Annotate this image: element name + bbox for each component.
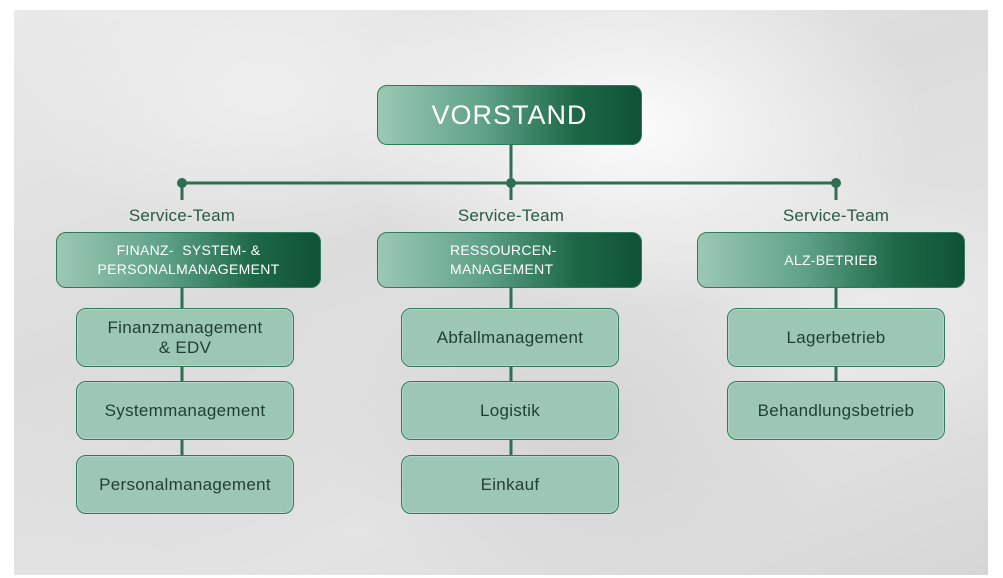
team-header-finanz-line1: FINANZ- SYSTEM- & — [116, 242, 261, 258]
unit-finanzmanagement-line1: Finanzmanagement — [107, 317, 263, 337]
team-caption-2: Service-Team — [457, 206, 565, 225]
unit-personalmanagement-label: Personalmanagement — [99, 474, 271, 494]
junction-dot-mid — [506, 178, 516, 188]
unit-behandlungsbetrieb: Behandlungsbetrieb — [727, 381, 945, 440]
team-header-finanz: FINANZ- SYSTEM- & PERSONALMANAGEMENT — [56, 232, 321, 288]
team-header-ressourcen-line2: MANAGEMENT — [450, 261, 554, 277]
unit-einkauf-label: Einkauf — [480, 474, 540, 494]
vorstand-label: VORSTAND — [431, 99, 588, 130]
unit-lagerbetrieb-label: Lagerbetrieb — [786, 327, 886, 347]
unit-einkauf: Einkauf — [401, 455, 619, 514]
team-header-ressourcen: RESSOURCEN- MANAGEMENT — [377, 232, 642, 288]
unit-finanzmanagement-edv: Finanzmanagement & EDV — [76, 308, 294, 367]
team-caption-1: Service-Team — [128, 206, 236, 225]
unit-abfallmanagement-label: Abfallmanagement — [436, 327, 584, 347]
junction-dot-left — [177, 178, 187, 188]
team-header-finanz-line2: PERSONALMANAGEMENT — [97, 261, 280, 277]
unit-personalmanagement: Personalmanagement — [76, 455, 294, 514]
team-caption-3: Service-Team — [782, 206, 890, 225]
unit-logistik: Logistik — [401, 381, 619, 440]
junction-dot-right — [831, 178, 841, 188]
team-header-alz-line1: ALZ-BETRIEB — [784, 251, 878, 268]
unit-systemmanagement: Systemmanagement — [76, 381, 294, 440]
vorstand-node: VORSTAND — [377, 85, 642, 145]
unit-finanzmanagement-line2: & EDV — [158, 337, 212, 357]
team-header-ressourcen-line1: RESSOURCEN- — [450, 242, 557, 258]
unit-abfallmanagement: Abfallmanagement — [401, 308, 619, 367]
team-header-alz: ALZ-BETRIEB — [697, 232, 965, 288]
unit-behandlungsbetrieb-label: Behandlungsbetrieb — [757, 400, 915, 420]
unit-systemmanagement-label: Systemmanagement — [104, 400, 266, 420]
unit-lagerbetrieb: Lagerbetrieb — [727, 308, 945, 367]
unit-logistik-label: Logistik — [479, 400, 541, 420]
